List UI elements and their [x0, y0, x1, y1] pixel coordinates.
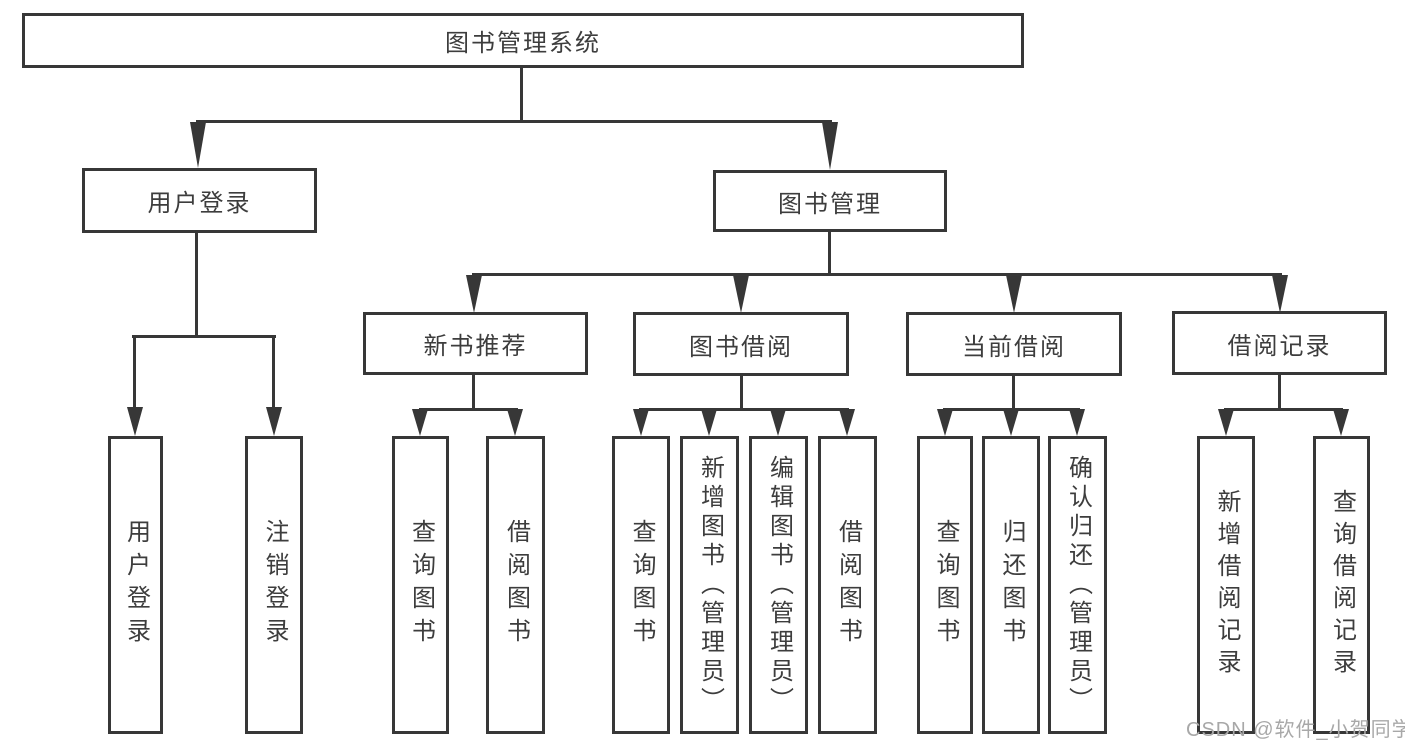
connector-borrowing-bracket: [639, 408, 849, 411]
leaf-query-borrow-record: 查询借阅记录: [1313, 436, 1370, 734]
node-user-login-label: 用户登录: [147, 190, 252, 217]
leaf-cur-confirm-return-admin: 确认归还（管理员）: [1048, 436, 1107, 734]
connector-recommendation-stem: [472, 375, 475, 408]
node-library-management-system-label: 图书管理系统: [445, 30, 601, 57]
arrow-to-current-borrowing-icon: [1006, 275, 1022, 313]
connector-records-stem: [1278, 375, 1281, 408]
connector-user-login-drop-right: [272, 335, 275, 408]
leaf-cur-return-books-label: 归还图书: [998, 519, 1025, 651]
node-user-login: 用户登录: [82, 168, 317, 233]
leaf-add-borrow-record-label: 新增借阅记录: [1213, 489, 1240, 681]
arrow-to-add-borrow-record-icon: [1218, 409, 1234, 436]
connector-user-login-bracket: [132, 335, 276, 338]
connector-root-stem: [520, 68, 523, 120]
node-current-borrowing: 当前借阅: [906, 312, 1122, 376]
leaf-cur-confirm-return-admin-label: 确认归还（管理员）: [1064, 454, 1092, 716]
arrow-to-book-management-icon: [822, 122, 838, 170]
leaf-rec-query-books: 查询图书: [392, 436, 449, 734]
node-library-management-system: 图书管理系统: [22, 13, 1024, 68]
connector-user-login-drop-left: [133, 335, 136, 408]
connector-current-stem: [1012, 376, 1015, 408]
leaf-bor-borrow-books-label: 借阅图书: [834, 519, 862, 651]
leaf-add-borrow-record: 新增借阅记录: [1197, 436, 1255, 734]
connector-book-management-stem: [828, 232, 831, 273]
leaf-bor-borrow-books: 借阅图书: [818, 436, 877, 734]
arrow-to-bor-add-books-icon: [701, 409, 717, 436]
arrow-to-cur-confirm-return-icon: [1069, 409, 1085, 436]
leaf-bor-query-books: 查询图书: [612, 436, 670, 734]
arrow-to-bor-edit-books-icon: [770, 409, 786, 436]
leaf-bor-query-books-label: 查询图书: [628, 519, 655, 651]
arrow-to-cur-query-books-icon: [937, 409, 953, 436]
node-book-management: 图书管理: [713, 170, 947, 232]
connector-user-login-stem: [195, 233, 198, 335]
arrow-to-rec-query-books-icon: [412, 409, 428, 436]
arrow-to-new-book-recommendation-icon: [466, 275, 482, 313]
leaf-cur-query-books: 查询图书: [917, 436, 973, 734]
connector-recommendation-bracket: [419, 408, 518, 411]
leaf-bor-edit-books-admin-label: 编辑图书（管理员）: [765, 454, 793, 716]
node-borrowing-records-label: 借阅记录: [1227, 332, 1332, 360]
leaf-user-login: 用户登录: [108, 436, 163, 734]
leaf-rec-borrow-books: 借阅图书: [486, 436, 545, 734]
leaf-cur-query-books-label: 查询图书: [932, 519, 959, 651]
node-borrowing-records: 借阅记录: [1172, 311, 1387, 375]
leaf-rec-borrow-books-label: 借阅图书: [502, 519, 530, 651]
arrow-to-rec-borrow-books-icon: [507, 409, 523, 436]
leaf-rec-query-books-label: 查询图书: [407, 519, 435, 651]
arrow-to-borrowing-records-icon: [1272, 275, 1288, 313]
watermark-text: CSDN @软件_小贺同学: [1186, 719, 1405, 741]
leaf-bor-add-books-admin-label: 新增图书（管理员）: [696, 454, 724, 716]
node-new-book-recommendation-label: 新书推荐: [423, 333, 528, 360]
leaf-logout: 注销登录: [245, 436, 303, 734]
leaf-bor-add-books-admin: 新增图书（管理员）: [680, 436, 739, 734]
arrow-to-leaf-user-login-icon: [127, 407, 143, 436]
arrow-to-user-login-icon: [190, 122, 206, 168]
connector-level3-bracket: [472, 273, 1282, 276]
node-book-borrowing-label: 图书借阅: [689, 333, 793, 361]
leaf-user-login-label: 用户登录: [122, 519, 150, 651]
connector-level2-bracket: [196, 120, 832, 123]
leaf-cur-return-books: 归还图书: [982, 436, 1040, 734]
arrow-to-bor-borrow-books-icon: [839, 409, 855, 436]
node-book-management-label: 图书管理: [778, 190, 882, 218]
leaf-bor-edit-books-admin: 编辑图书（管理员）: [749, 436, 808, 734]
node-new-book-recommendation: 新书推荐: [363, 312, 588, 375]
arrow-to-bor-query-books-icon: [633, 409, 649, 436]
leaf-logout-label: 注销登录: [261, 519, 288, 651]
node-book-borrowing: 图书借阅: [633, 312, 849, 376]
arrow-to-book-borrowing-icon: [733, 275, 749, 313]
arrow-to-leaf-logout-icon: [266, 407, 282, 436]
arrow-to-cur-return-books-icon: [1003, 409, 1019, 436]
node-current-borrowing-label: 当前借阅: [962, 333, 1066, 361]
connector-records-bracket: [1224, 408, 1343, 411]
arrow-to-query-borrow-record-icon: [1333, 409, 1349, 436]
leaf-query-borrow-record-label: 查询借阅记录: [1328, 489, 1356, 681]
connector-borrowing-stem: [740, 376, 743, 408]
